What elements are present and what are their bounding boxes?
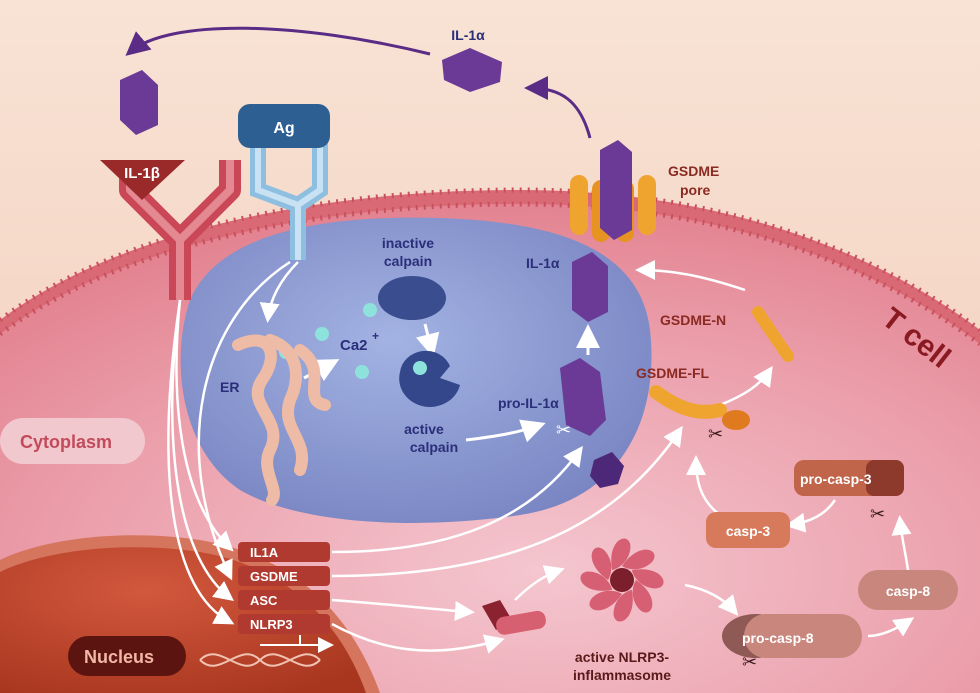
il1a-top-label: IL-1α [451,27,485,43]
gsdme-pore-label-1: GSDME [668,163,719,179]
gsdme-fl-icon [649,385,727,419]
cytoplasm-label: Cytoplasm [20,432,112,452]
ca2-superscript: + [372,329,379,343]
gsdme-n-icon [752,306,794,362]
inactive-calpain-label-2: calpain [384,253,432,269]
gene-nlrp3-box: NLRP3 [238,614,330,634]
scissors-icon-casp3: ✂ [870,504,885,524]
gene-il1a-box: IL1A [238,542,330,562]
gene-gsdme-label: GSDME [250,569,298,584]
secretion-arrow [524,76,592,139]
nlrp3-monomer-icon [496,610,546,635]
gsdme-pore [570,140,656,242]
il1a-bound-icon [120,70,158,135]
er-label: ER [220,379,239,395]
gsdme-n-label: GSDME-N [660,312,726,328]
casp8-icon: casp-8 [858,570,958,610]
nlrp3-inflammasome-icon [580,538,664,622]
casp3-icon: casp-3 [706,512,790,548]
casp3-label: casp-3 [726,523,771,539]
gene-gsdme-box: GSDME [238,566,330,586]
pro-il1a-icon [560,358,606,436]
il1a-cytosolic-icon [572,252,608,322]
gsdme-pore-label-2: pore [680,182,711,198]
gsdme-c-domain-icon [722,410,750,430]
ca2-label: Ca2 [340,337,368,354]
il1a-mid-label: IL-1α [526,255,560,271]
pro-il1a-label: pro-IL-1α [498,395,559,411]
autocrine-arrow [125,26,431,56]
active-calpain-label-1: active [404,421,444,437]
il1a-extracellular-icon [442,48,502,92]
nlrp3-label-1: active NLRP3- [575,649,669,665]
il1b-ligand [100,160,185,200]
scissors-icon-casp8: ✂ [742,652,757,672]
active-calpain-label-2: calpain [410,439,458,455]
ag-label: Ag [273,120,294,137]
pro-casp8-label: pro-casp-8 [742,630,814,646]
gene-asc-box: ASC [238,590,330,610]
scissors-icon-gsdme: ✂ [708,424,723,444]
gene-output-arrows [331,260,915,654]
ag-box [238,104,330,148]
scissors-icon-il1a: ✂ [556,420,571,440]
pro-casp3-icon: pro-casp-3 [794,460,904,496]
il1b-label: IL-1β [124,165,160,182]
signaling-arrows [167,260,299,625]
gsdme-fl-label: GSDME-FL [636,365,710,381]
pro-il1a-fragment-icon [590,452,624,488]
gene-nlrp3-label: NLRP3 [250,617,293,632]
tcr-receptor [250,140,328,260]
calcium-ions [279,303,427,379]
pro-casp8-icon: pro-casp-8 [722,614,862,658]
inactive-calpain-label-1: inactive [382,235,434,251]
casp8-label: casp-8 [886,583,931,599]
pro-casp3-label: pro-casp-3 [800,471,872,487]
nlrp3-label-2: inflammasome [573,667,671,683]
nucleus-tag [68,636,186,676]
inactive-calpain-icon [378,276,446,320]
nucleus-label: Nucleus [84,647,154,667]
er-organelle [232,334,331,506]
gene-asc-label: ASC [250,593,278,608]
gene-il1a-label: IL1A [250,545,279,560]
cytoplasm-tag [0,418,145,464]
